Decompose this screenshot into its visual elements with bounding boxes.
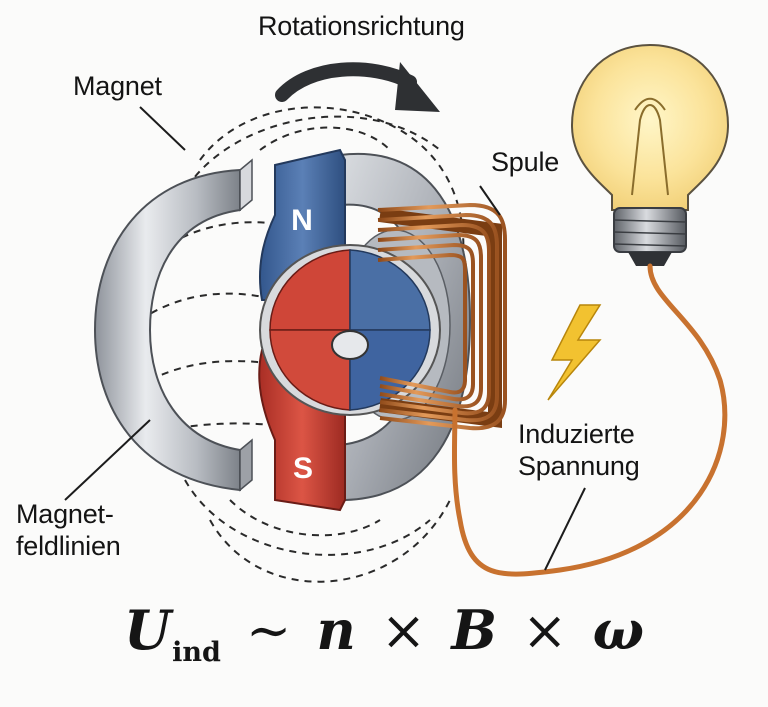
south-pole-label: S (293, 452, 313, 485)
formula-times-2: × (522, 599, 568, 662)
magnet-label: Magnet (73, 71, 162, 101)
formula-proportional: ∼ (246, 599, 292, 662)
formula-subscript: ind (172, 637, 221, 668)
field-lines-line1: Magnet- (16, 499, 114, 529)
lightning-bolt-icon (547, 304, 602, 401)
induced-voltage-line2: Spannung (518, 451, 640, 481)
copper-wire (451, 263, 728, 577)
formula-b: B (451, 598, 497, 662)
formula-n: n (316, 598, 356, 662)
formula-times-1: × (380, 599, 427, 662)
coil-label: Spule (491, 147, 560, 177)
lightbulb-icon (570, 43, 730, 266)
induction-formula: Uind ∼ n × B × ω (0, 598, 768, 668)
north-pole-label: N (291, 204, 313, 237)
coil (377, 202, 507, 431)
induced-voltage-line1: Induzierte (518, 419, 635, 449)
rotation-direction-label: Rotationsrichtung (258, 11, 465, 41)
induced-voltage-label: Induzierte Spannung (518, 418, 640, 482)
field-lines-label: Magnet- feldlinien (16, 498, 121, 562)
leader-lines (64, 106, 586, 571)
formula-omega: ω (592, 598, 644, 662)
rotation-arrow-icon (275, 62, 440, 112)
field-lines-line2: feldlinien (16, 531, 121, 561)
left-magnet (93, 158, 253, 492)
formula-u: U (124, 598, 172, 662)
